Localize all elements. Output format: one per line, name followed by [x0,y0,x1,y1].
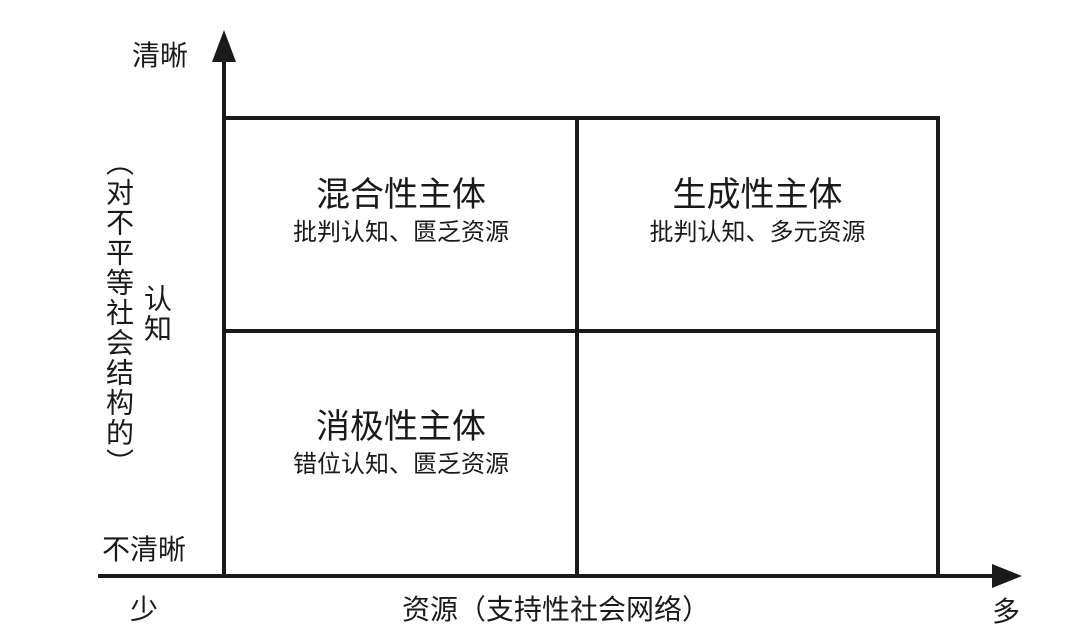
quadrant-bottom-left: 消极性主体 错位认知、匮乏资源 [226,410,576,476]
quadrant-title: 混合性主体 [316,175,486,215]
y-axis-subtitle: （对不平等社会结构的） [102,148,135,478]
quadrant-top-left: 混合性主体 批判认知、匮乏资源 [226,178,576,244]
x-axis-arrow [992,564,1022,588]
quadrant-bottom-right [579,410,936,418]
quadrant-title: 生成性主体 [672,175,843,215]
y-axis-top-label: 清晰 [132,39,189,72]
y-axis-title: 认知 [140,284,173,344]
x-axis-left-label: 少 [130,593,159,626]
quadrant-subtitle: 批判认知、多元资源 [649,218,866,246]
quadrant-subtitle: 批判认知、匮乏资源 [293,218,509,246]
x-axis-title: 资源（支持性社会网络） [402,593,711,626]
y-axis-bottom-label: 不清晰 [102,533,187,566]
quadrant-subtitle: 错位认知、匮乏资源 [293,450,509,478]
y-axis-arrow [212,30,236,62]
quadrant-top-right: 生成性主体 批判认知、多元资源 [579,178,936,244]
x-axis-right-label: 多 [992,595,1021,628]
quadrant-title: 消极性主体 [316,407,486,447]
